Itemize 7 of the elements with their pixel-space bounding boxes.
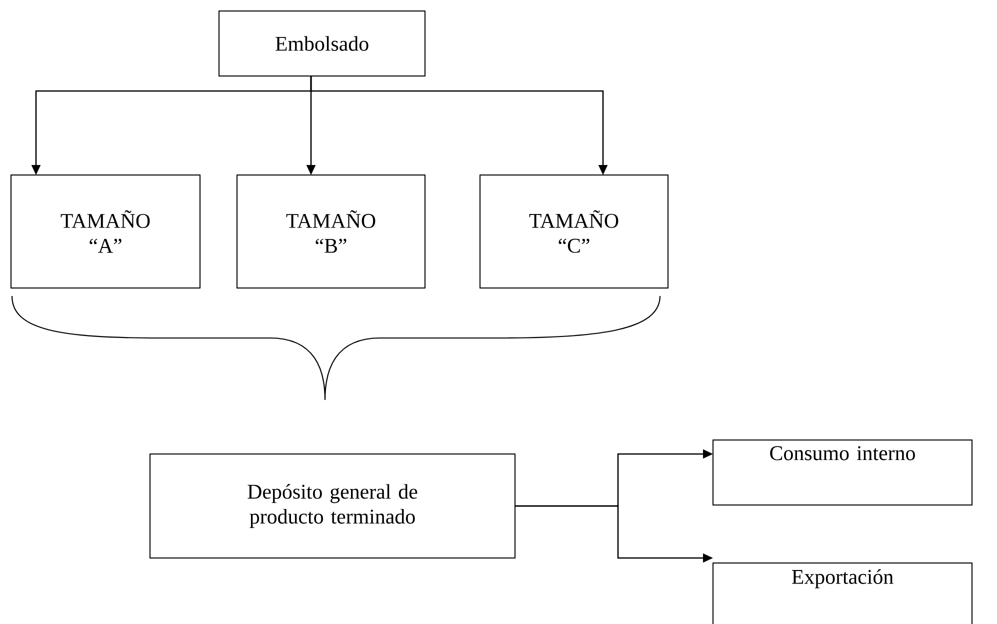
process-box: Depósito general de producto terminado (150, 454, 516, 558)
process-box: TAMAÑO “C” (480, 174, 668, 288)
process-box: Exportación (712, 562, 972, 624)
process-box: TAMAÑO “B” (236, 174, 426, 288)
process-box: Consumo interno (712, 440, 972, 506)
process-box: TAMAÑO “A” (10, 174, 200, 288)
process-box: Embolsado (218, 10, 426, 76)
